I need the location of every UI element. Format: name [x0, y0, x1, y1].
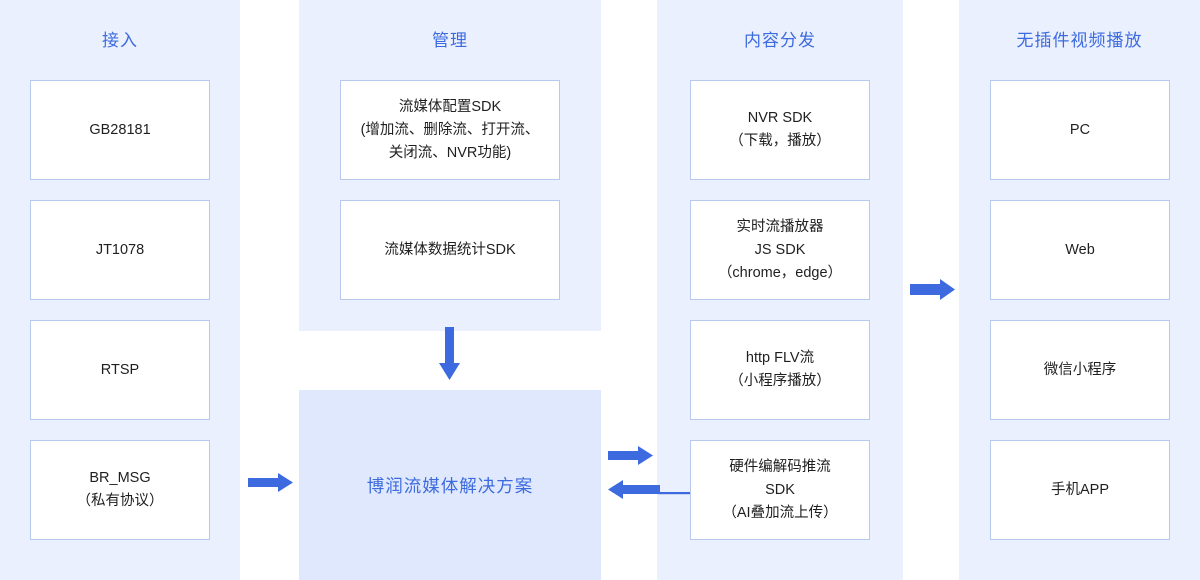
node-hardware-codec-push-sdk-label: 硬件编解码推流 SDK （AI叠加流上传）: [722, 458, 838, 521]
node-wechat-miniprogram-label: 微信小程序: [1043, 361, 1117, 378]
arrow-access-to-solution-icon: [248, 473, 294, 493]
node-stream-config-sdk-label: 流媒体配置SDK (增加流、删除流、打开流、 关闭流、NVR功能): [360, 98, 540, 161]
node-mobile-app-label: 手机APP: [1050, 481, 1109, 498]
node-realtime-player-js-sdk-label: 实时流播放器 JS SDK （chrome，edge）: [717, 218, 843, 281]
node-web-label: Web: [1065, 241, 1095, 258]
column-title-access: 接入: [102, 31, 138, 50]
node-mobile-app[interactable]: 手机APP: [990, 440, 1170, 540]
node-http-flv-label: http FLV流 （小程序播放）: [729, 350, 831, 389]
node-stream-config-sdk[interactable]: 流媒体配置SDK (增加流、删除流、打开流、 关闭流、NVR功能): [340, 80, 560, 180]
column-title-playback: 无插件视频播放: [1016, 31, 1143, 50]
node-gb28181[interactable]: GB28181: [30, 80, 210, 180]
node-rtsp-label: RTSP: [100, 361, 140, 378]
node-http-flv[interactable]: http FLV流 （小程序播放）: [690, 320, 870, 420]
node-nvr-sdk[interactable]: NVR SDK （下载，播放）: [690, 80, 870, 180]
node-br-msg[interactable]: BR_MSG （私有协议）: [30, 440, 210, 540]
node-wechat-miniprogram[interactable]: 微信小程序: [990, 320, 1170, 420]
solution-box-label: 博润流媒体解决方案: [366, 475, 534, 496]
node-jt1078-label: JT1078: [95, 241, 145, 258]
arrow-solution-to-distribution-icon: [608, 446, 654, 466]
node-pc-label: PC: [1069, 121, 1091, 138]
arrow-manage-to-solution-icon: [438, 327, 462, 381]
column-title-manage: 管理: [432, 31, 468, 50]
node-stream-stats-sdk[interactable]: 流媒体数据统计SDK: [340, 200, 560, 300]
column-title-distribute: 内容分发: [744, 31, 816, 50]
node-pc[interactable]: PC: [990, 80, 1170, 180]
node-jt1078[interactable]: JT1078: [30, 200, 210, 300]
node-gb28181-label: GB28181: [89, 121, 151, 138]
arrow-distribution-to-playback-icon: [910, 279, 956, 301]
node-rtsp[interactable]: RTSP: [30, 320, 210, 420]
node-realtime-player-js-sdk[interactable]: 实时流播放器 JS SDK （chrome，edge）: [690, 200, 870, 300]
node-web[interactable]: Web: [990, 200, 1170, 300]
node-nvr-sdk-label: NVR SDK （下载，播放）: [729, 110, 831, 149]
arrow-distribution-to-solution-icon: [608, 480, 690, 500]
solution-box[interactable]: 博润流媒体解决方案: [299, 390, 601, 580]
node-hardware-codec-push-sdk[interactable]: 硬件编解码推流 SDK （AI叠加流上传）: [690, 440, 870, 540]
node-stream-stats-sdk-label: 流媒体数据统计SDK: [384, 241, 516, 258]
node-br-msg-label: BR_MSG （私有协议）: [76, 470, 164, 509]
